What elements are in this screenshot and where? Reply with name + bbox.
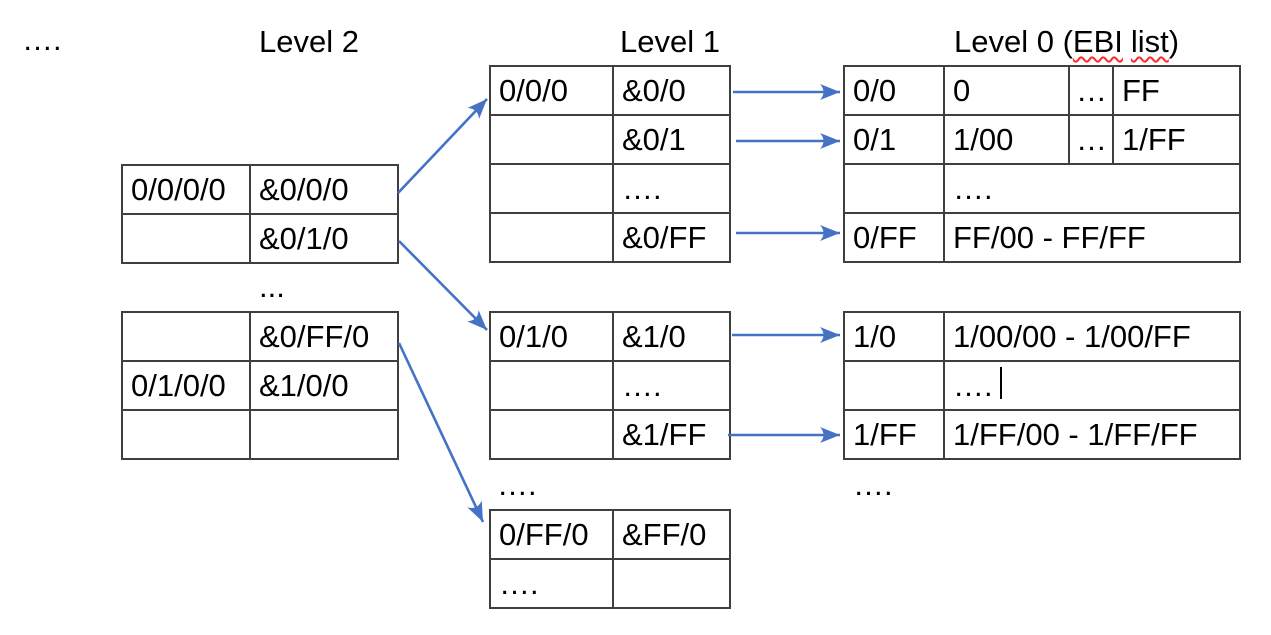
table-cell — [249, 409, 399, 460]
table-cell: &1/0 — [612, 311, 731, 362]
table-cell: … — [1068, 65, 1114, 116]
level2-between-ellipsis: ... — [259, 269, 285, 304]
top-left-ellipsis: …. — [22, 22, 62, 57]
arrow-l2-to-l1-middle — [398, 240, 488, 331]
level0-upper-table: 0/0 0 … FF 0/1 1/00 … 1/FF …. 0/FF FF/00… — [843, 65, 1241, 263]
table-cell: 0 — [943, 65, 1070, 116]
table-row: …. — [489, 360, 731, 411]
level2-lower-table: &0/FF/0 0/1/0/0 &1/0/0 — [121, 311, 399, 460]
level2-heading: Level 2 — [259, 24, 359, 59]
table-cell: &0/FF — [612, 212, 731, 263]
table-row: …. — [843, 360, 1241, 411]
text-caret — [1000, 367, 1002, 399]
table-cell: 0/0/0 — [489, 65, 614, 116]
table-cell: 0/1/0 — [489, 311, 614, 362]
table-cell — [612, 558, 731, 609]
table-row: &0/FF — [489, 212, 731, 263]
table-cell: 1/FF/00 - 1/FF/FF — [943, 409, 1241, 460]
level2-upper-table: 0/0/0/0 &0/0/0 &0/1/0 — [121, 164, 399, 264]
table-row: 0/0/0/0 &0/0/0 — [121, 164, 399, 215]
table-cell: 1/00 — [943, 114, 1070, 165]
level0-heading-word-ebi: EBI — [1072, 24, 1123, 59]
table-cell: …. — [943, 163, 1241, 214]
level0-middle-table: 1/0 1/00/00 - 1/00/FF …. 1/FF 1/FF/00 - … — [843, 311, 1241, 460]
table-cell — [489, 163, 614, 214]
table-cell: 0/FF — [843, 212, 945, 263]
table-row: 0/FF FF/00 - FF/FF — [843, 212, 1241, 263]
table-row: …. — [843, 163, 1241, 214]
table-cell: &0/0/0 — [249, 164, 399, 215]
table-row: 0/1 1/00 … 1/FF — [843, 114, 1241, 165]
table-row: 0/1/0 &1/0 — [489, 311, 731, 362]
table-cell: …. — [612, 163, 731, 214]
arrow-l2-to-l1-upper — [397, 98, 488, 194]
table-cell: &0/0 — [612, 65, 731, 116]
table-row: 0/0/0 &0/0 — [489, 65, 731, 116]
table-cell: &0/FF/0 — [249, 311, 399, 362]
level1-heading: Level 1 — [620, 24, 720, 59]
table-row: 1/0 1/00/00 - 1/00/FF — [843, 311, 1241, 362]
table-cell — [489, 212, 614, 263]
table-cell — [121, 311, 251, 362]
table-cell — [489, 114, 614, 165]
table-cell — [489, 409, 614, 460]
table-cell: …. — [489, 558, 614, 609]
table-cell: &1/FF — [612, 409, 731, 460]
table-row: &0/1 — [489, 114, 731, 165]
level0-heading-suffix: ) — [1168, 24, 1180, 59]
level0-heading-prefix: Level 0 ( — [954, 24, 1073, 59]
table-cell: 1/FF — [843, 409, 945, 460]
table-cell: 1/00/00 - 1/00/FF — [943, 311, 1241, 362]
table-row: …. — [489, 558, 731, 609]
table-cell: …. — [612, 360, 731, 411]
level1-below-ellipsis: …. — [497, 467, 537, 502]
table-row: …. — [489, 163, 731, 214]
table-cell: &1/0/0 — [249, 360, 399, 411]
table-row: &0/FF/0 — [121, 311, 399, 362]
level1-bottom-table: 0/FF/0 &FF/0 …. — [489, 509, 731, 609]
table-row: 0/0 0 … FF — [843, 65, 1241, 116]
table-cell: 0/0 — [843, 65, 945, 116]
level0-heading-word-list: list — [1130, 24, 1169, 59]
table-cell — [121, 213, 251, 264]
table-cell — [843, 163, 945, 214]
arrow-l2-to-l1-bottom — [397, 342, 485, 523]
level1-upper-table: 0/0/0 &0/0 &0/1 …. &0/FF — [489, 65, 731, 263]
table-cell: FF — [1112, 65, 1241, 116]
table-cell: &FF/0 — [612, 509, 731, 560]
table-cell: 0/0/0/0 — [121, 164, 251, 215]
table-row: 0/FF/0 &FF/0 — [489, 509, 731, 560]
table-cell: &0/1/0 — [249, 213, 399, 264]
table-row: &0/1/0 — [121, 213, 399, 264]
table-cell: FF/00 - FF/FF — [943, 212, 1241, 263]
table-cell — [121, 409, 251, 460]
table-row: &1/FF — [489, 409, 731, 460]
table-row — [121, 409, 399, 460]
table-cell: 0/FF/0 — [489, 509, 614, 560]
table-cell: … — [1068, 114, 1114, 165]
level0-below-ellipsis: …. — [853, 467, 893, 502]
table-cell: 1/FF — [1112, 114, 1241, 165]
table-cell — [489, 360, 614, 411]
table-cell: 1/0 — [843, 311, 945, 362]
table-cell: 0/1 — [843, 114, 945, 165]
level1-middle-table: 0/1/0 &1/0 …. &1/FF — [489, 311, 731, 460]
table-row: 1/FF 1/FF/00 - 1/FF/FF — [843, 409, 1241, 460]
table-cell: &0/1 — [612, 114, 731, 165]
table-cell: 0/1/0/0 — [121, 360, 251, 411]
table-cell — [843, 360, 945, 411]
table-row: 0/1/0/0 &1/0/0 — [121, 360, 399, 411]
table-cell: …. — [943, 360, 1241, 411]
